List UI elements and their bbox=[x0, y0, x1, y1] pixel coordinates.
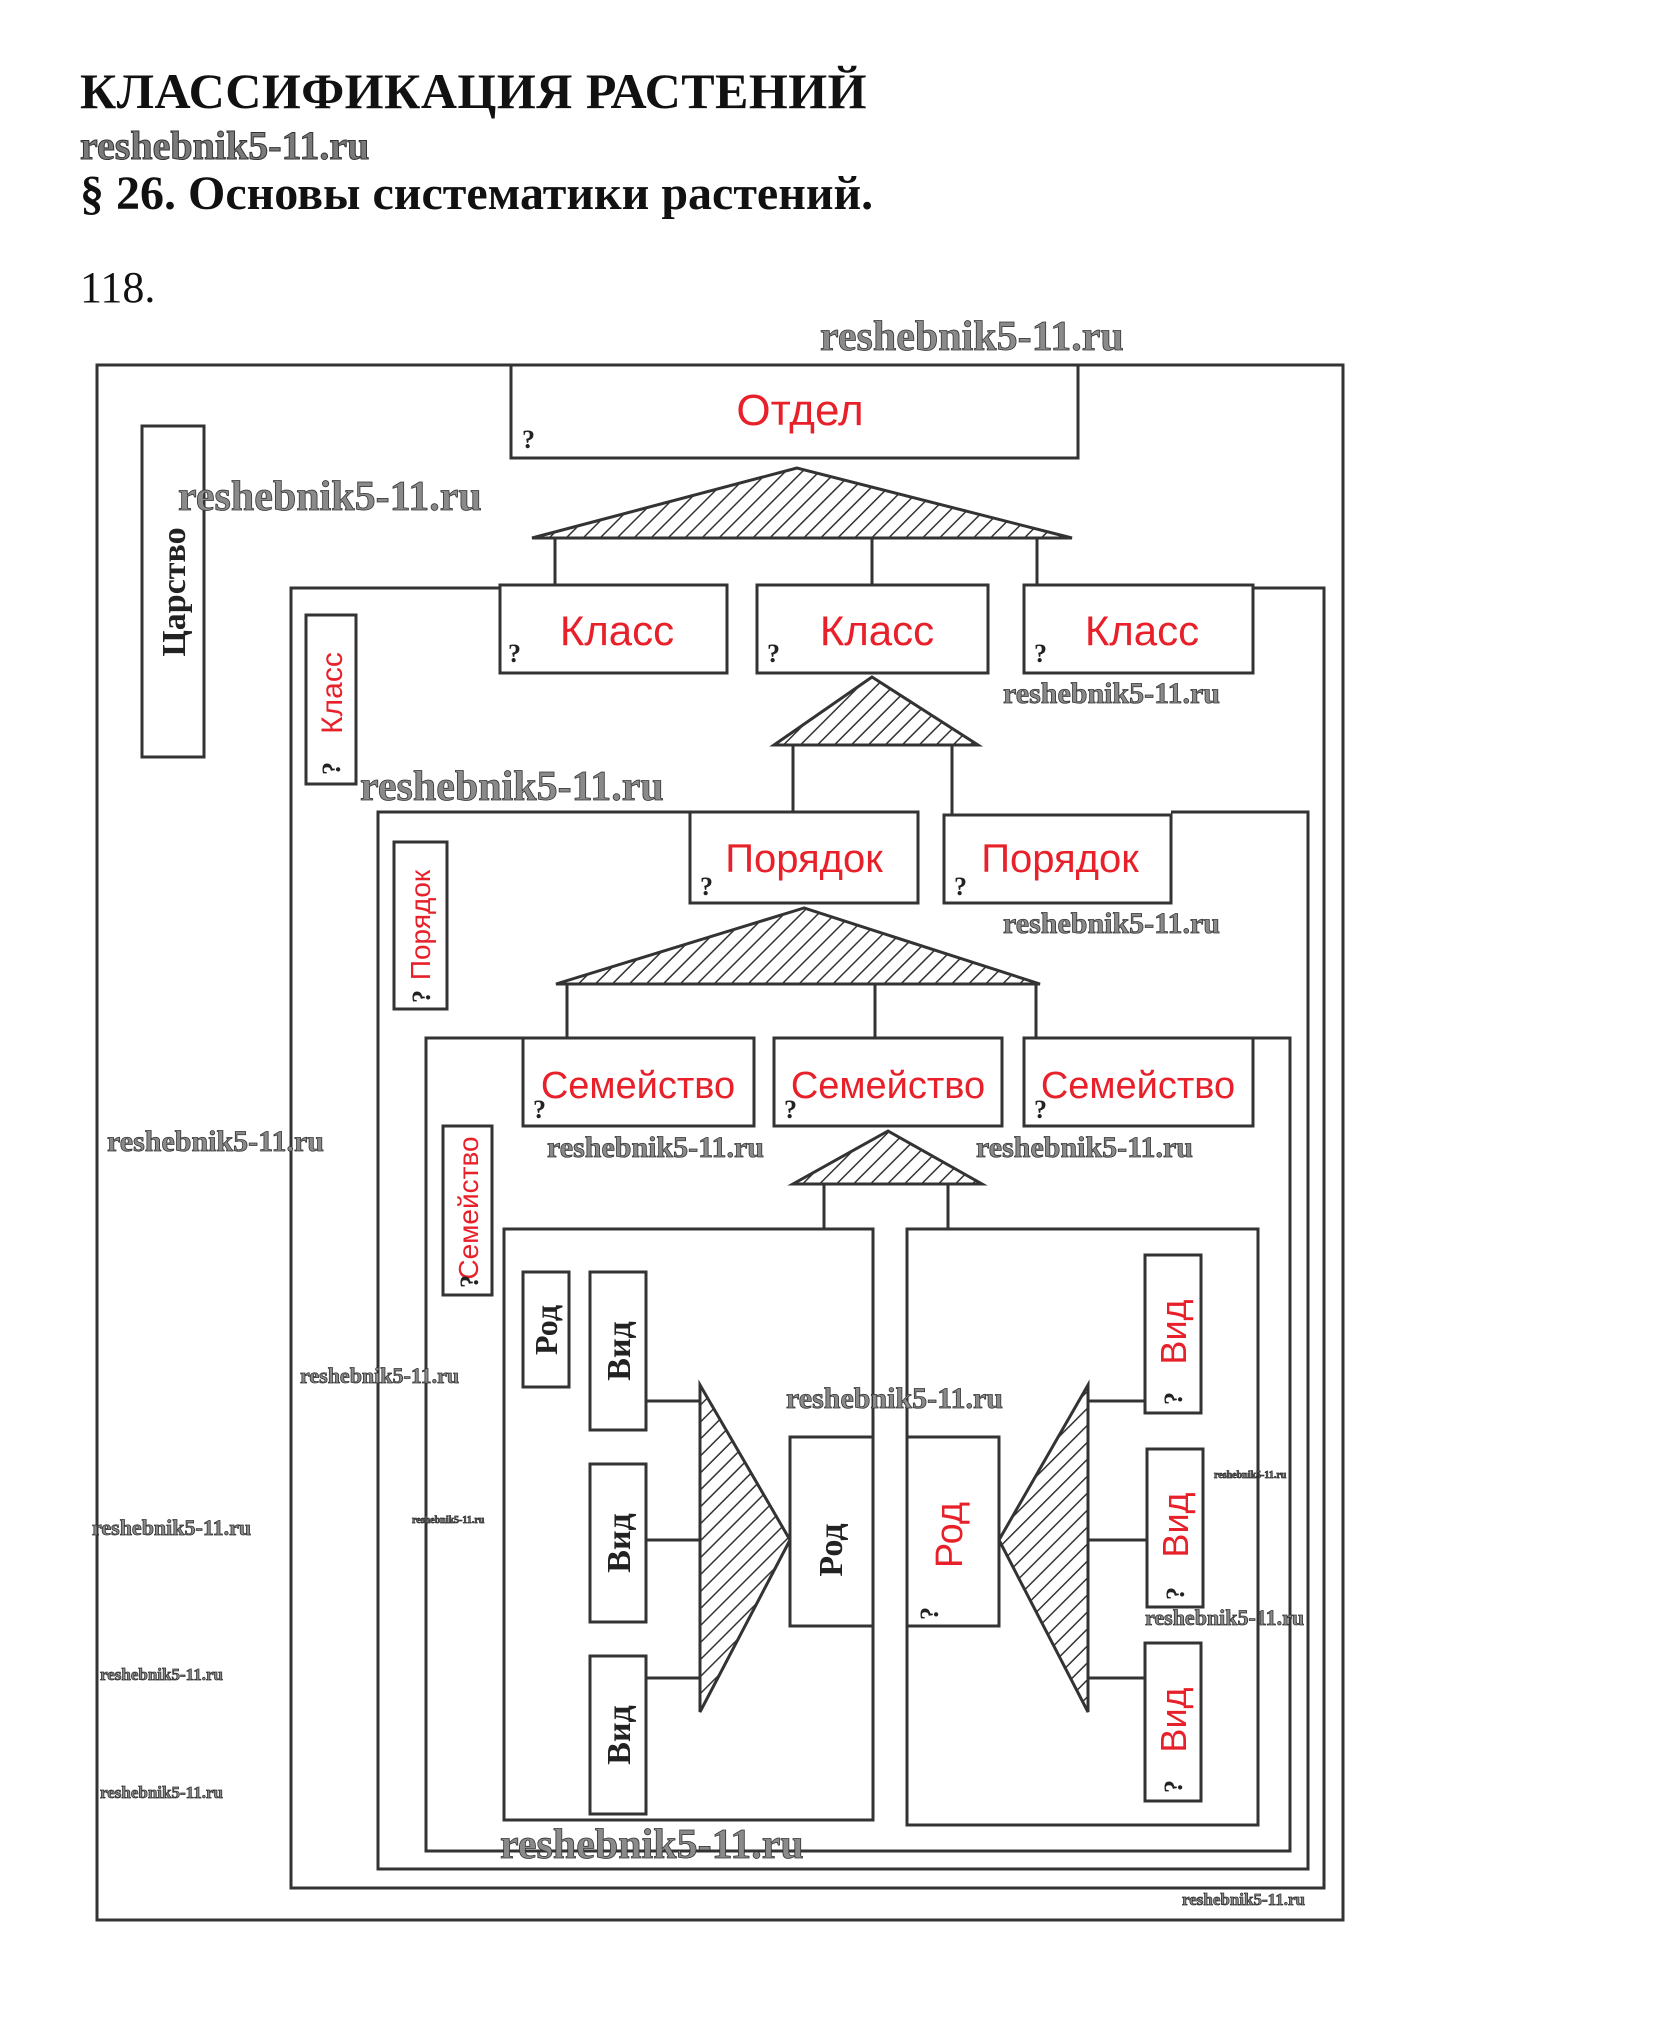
class-box: Класс ? bbox=[755, 583, 990, 675]
svg-text:?: ? bbox=[407, 990, 436, 1003]
svg-text:Порядок: Порядок bbox=[981, 837, 1139, 881]
class-box: Класс ? bbox=[498, 583, 729, 675]
svg-text:?: ? bbox=[1159, 1392, 1188, 1405]
family-box: Семейство ? bbox=[1022, 1036, 1255, 1128]
svg-text:?: ? bbox=[533, 1095, 546, 1124]
svg-text:Порядок: Порядок bbox=[725, 837, 883, 881]
kingdom-box bbox=[140, 424, 206, 759]
section-heading: § 26. Основы систематики растений. bbox=[80, 167, 874, 220]
watermark: reshebnik5-11.ru bbox=[107, 1125, 324, 1158]
family-side-box bbox=[441, 1124, 494, 1297]
svg-text:Класс: Класс bbox=[820, 607, 934, 654]
watermark: reshebnik5-11.ru bbox=[1003, 677, 1220, 710]
division-label: Отдел bbox=[736, 386, 863, 435]
watermark: reshebnik5-11.ru bbox=[92, 1515, 251, 1540]
order-box: Порядок ? bbox=[942, 813, 1173, 905]
hatched-triangle bbox=[531, 466, 1073, 540]
svg-text:Вид: Вид bbox=[601, 1513, 638, 1572]
species-box: Вид bbox=[588, 1654, 648, 1816]
division-frame bbox=[289, 586, 1326, 1890]
svg-text:Вид: Вид bbox=[601, 1321, 638, 1380]
genus-box: Род bbox=[788, 1435, 875, 1628]
svg-text:?: ? bbox=[1161, 1587, 1190, 1600]
order-side-box bbox=[392, 840, 449, 1011]
watermark: reshebnik5-11.ru bbox=[100, 1665, 223, 1684]
hatched-triangle bbox=[769, 675, 984, 747]
svg-text:?: ? bbox=[767, 639, 780, 668]
svg-text:Род: Род bbox=[813, 1523, 850, 1576]
class-side-box bbox=[304, 613, 358, 786]
svg-text:Вид: Вид bbox=[1155, 1492, 1196, 1557]
watermark: reshebnik5-11.ru bbox=[547, 1131, 764, 1164]
task-number: 118. bbox=[80, 263, 156, 312]
svg-text:?: ? bbox=[317, 762, 346, 775]
hatched-triangle bbox=[997, 1379, 1090, 1713]
watermark: reshebnik5-11.ru bbox=[1182, 1890, 1305, 1909]
svg-text:Вид: Вид bbox=[601, 1705, 638, 1764]
watermark: reshebnik5-11.ru bbox=[79, 123, 370, 169]
watermark: reshebnik5-11.ru bbox=[360, 764, 664, 810]
svg-text:Семейство: Семейство bbox=[1041, 1065, 1235, 1107]
svg-text:?: ? bbox=[954, 872, 967, 901]
class-side-label: Класс bbox=[316, 652, 349, 734]
svg-text:?: ? bbox=[784, 1095, 797, 1124]
species-box: Вид ? bbox=[1145, 1447, 1205, 1609]
watermark: reshebnik5-11.ru bbox=[1003, 907, 1220, 940]
order-side-label: Порядок bbox=[405, 869, 436, 980]
svg-text:?: ? bbox=[700, 872, 713, 901]
watermark: reshebnik5-11.ru bbox=[300, 1363, 459, 1388]
class-box: Класс ? bbox=[1022, 583, 1255, 675]
svg-text:?: ? bbox=[1034, 1095, 1047, 1124]
svg-text:Вид: Вид bbox=[1153, 1687, 1194, 1752]
order-frame bbox=[424, 1036, 1292, 1853]
genus-side-box: Род bbox=[521, 1270, 571, 1389]
watermark: reshebnik5-11.ru bbox=[820, 314, 1124, 360]
order-box: Порядок ? bbox=[688, 810, 920, 905]
svg-text:Семейство: Семейство bbox=[791, 1065, 985, 1107]
hatched-triangle bbox=[555, 906, 1041, 986]
svg-text:Род: Род bbox=[929, 1502, 971, 1568]
watermark: reshebnik5-11.ru bbox=[786, 1382, 1003, 1415]
genus-box: Род ? bbox=[905, 1435, 1001, 1628]
svg-text:Вид: Вид bbox=[1153, 1299, 1194, 1364]
watermark: reshebnik5-11.ru bbox=[1145, 1605, 1304, 1630]
species-box: Вид ? bbox=[1143, 1641, 1203, 1803]
family-box: Семейство ? bbox=[772, 1036, 1004, 1128]
species-box: Вид bbox=[588, 1270, 648, 1432]
svg-text:Класс: Класс bbox=[1085, 607, 1199, 654]
species-box: Вид ? bbox=[1143, 1253, 1203, 1415]
svg-text:Род: Род bbox=[528, 1305, 564, 1355]
svg-text:?: ? bbox=[455, 1275, 484, 1288]
watermark: reshebnik5-11.ru bbox=[100, 1783, 223, 1802]
svg-text:?: ? bbox=[508, 639, 521, 668]
hatched-triangle bbox=[787, 1129, 988, 1186]
watermark: reshebnik5-11.ru bbox=[412, 1515, 485, 1526]
svg-text:?: ? bbox=[915, 1607, 944, 1620]
species-box: Вид bbox=[588, 1462, 648, 1624]
svg-text:?: ? bbox=[1034, 639, 1047, 668]
family-side-label: Семейство bbox=[453, 1136, 484, 1279]
hatched-triangle bbox=[698, 1379, 792, 1713]
watermark: reshebnik5-11.ru bbox=[500, 1822, 804, 1868]
watermark: reshebnik5-11.ru bbox=[178, 474, 482, 520]
question-mark: ? bbox=[522, 425, 535, 454]
svg-text:Семейство: Семейство bbox=[541, 1065, 735, 1107]
family-box: Семейство ? bbox=[521, 1036, 756, 1128]
division-box bbox=[509, 363, 1080, 460]
svg-text:?: ? bbox=[1159, 1780, 1188, 1793]
watermark: reshebnik5-11.ru bbox=[1214, 1470, 1287, 1481]
class-frame bbox=[376, 810, 1310, 1871]
watermark: reshebnik5-11.ru bbox=[976, 1131, 1193, 1164]
page-title: КЛАССИФИКАЦИЯ РАСТЕНИЙ bbox=[80, 63, 868, 119]
svg-text:Класс: Класс bbox=[560, 607, 674, 654]
kingdom-label: Царство bbox=[156, 527, 193, 656]
